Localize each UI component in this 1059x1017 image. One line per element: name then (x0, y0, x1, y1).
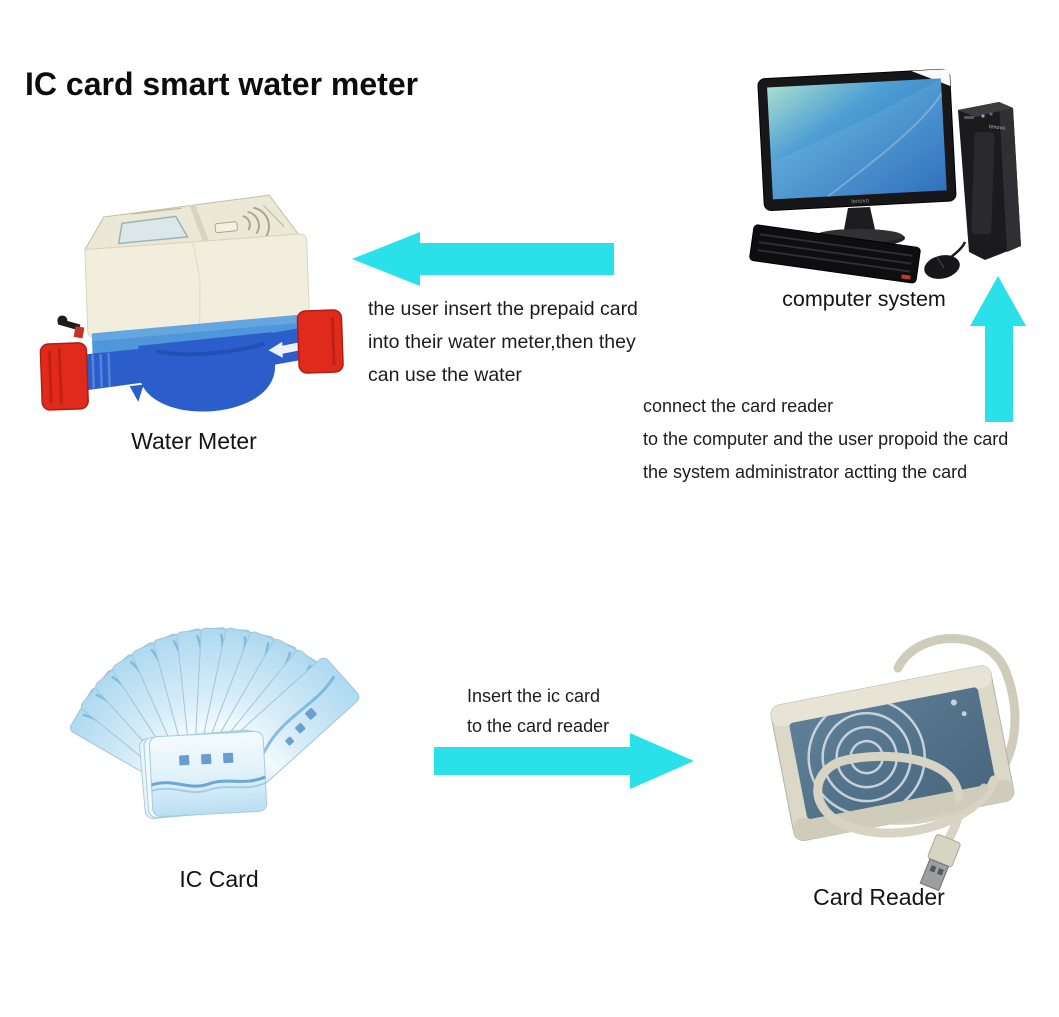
tower-brand-logo: lenovo (989, 124, 1006, 132)
annotation-connect-reader: connect the card reader to the computer … (643, 390, 1008, 489)
front-card (148, 730, 268, 818)
up-arrow-shape (970, 276, 1026, 422)
text-line: to the computer and the user propoid the… (643, 429, 1009, 449)
tower-power-led (981, 114, 985, 118)
tower-top (958, 102, 1013, 117)
computer-system-illustration: lenovo lenovo (749, 68, 1021, 284)
monitor: lenovo (757, 68, 957, 247)
reader-led (961, 711, 967, 717)
monitor-stand (843, 207, 876, 235)
tower-drive-slot (964, 116, 974, 119)
card-reader-label: Card Reader (813, 884, 945, 910)
annotation-insert-to-reader: Insert the ic card to the card reader (467, 681, 609, 741)
meter-band-highlight (91, 313, 310, 342)
cap-ridge (330, 316, 336, 366)
left-arrow-shape (352, 232, 614, 286)
ic-card-label: IC Card (179, 866, 259, 892)
arrow-reader-to-computer (970, 276, 1026, 422)
rfid-waves-icon (242, 206, 270, 238)
ic-card-illustration (69, 627, 360, 819)
usb-cable-loop (863, 783, 989, 825)
meter-front-crease (191, 239, 201, 324)
pipe-foot (129, 384, 144, 402)
pipe-left (80, 348, 142, 391)
tower-front-panel (971, 131, 995, 235)
tower-button (989, 112, 993, 116)
reader-led (950, 699, 957, 706)
usb-plug (919, 834, 961, 892)
text-line: Insert the ic card (467, 686, 601, 706)
page-title: IC card smart water meter (25, 66, 419, 102)
meter-lcd-display (117, 215, 189, 245)
pipe-cap-right (296, 309, 344, 374)
usb-cable-coil (813, 751, 999, 849)
keyboard (749, 224, 921, 284)
monitor-brand-logo: lenovo (851, 198, 870, 205)
text-line: connect the card reader (643, 396, 834, 416)
keyboard-accent (901, 274, 911, 280)
water-meter-illustration (39, 194, 344, 412)
right-arrow-shape (434, 733, 694, 789)
meter-label-lines (131, 204, 285, 228)
arrow-card-to-reader (434, 733, 694, 789)
meter-panel-seam (189, 204, 209, 242)
flow-direction-arrow-icon (268, 341, 301, 358)
front-card-stack (139, 729, 268, 819)
water-meter-label: Water Meter (131, 428, 257, 454)
tower-side (999, 102, 1021, 252)
cap-ridge (47, 350, 53, 403)
computer-system-label: computer system (782, 287, 946, 311)
reader-top-strip (771, 665, 992, 727)
meter-card-slot (214, 221, 238, 234)
cap-ridge (57, 348, 63, 405)
card-glyphs (179, 752, 234, 766)
annotation-user-insert-card: the user insert the prepaid card into th… (368, 293, 638, 392)
text-line: can use the water (368, 364, 522, 386)
text-line: the system administrator actting the car… (643, 462, 968, 482)
monitor-screen (767, 78, 947, 200)
card-reader-illustration (770, 634, 1020, 892)
usb-cable-upper (893, 634, 1020, 785)
mouse-button-split (936, 256, 945, 269)
water-meter-graphic (39, 194, 344, 412)
text-line: to the card reader (467, 716, 610, 736)
arrow-computer-to-meter (352, 232, 614, 286)
tower: lenovo (958, 102, 1021, 260)
text-line: into their water meter,then they (368, 331, 636, 353)
mouse (924, 241, 967, 279)
meter-lever (57, 315, 85, 339)
pipe-cap-left (39, 342, 89, 411)
pipe-threads (91, 352, 111, 389)
pipe-shading (156, 341, 265, 357)
text-line: the user insert the prepaid card (368, 298, 638, 320)
